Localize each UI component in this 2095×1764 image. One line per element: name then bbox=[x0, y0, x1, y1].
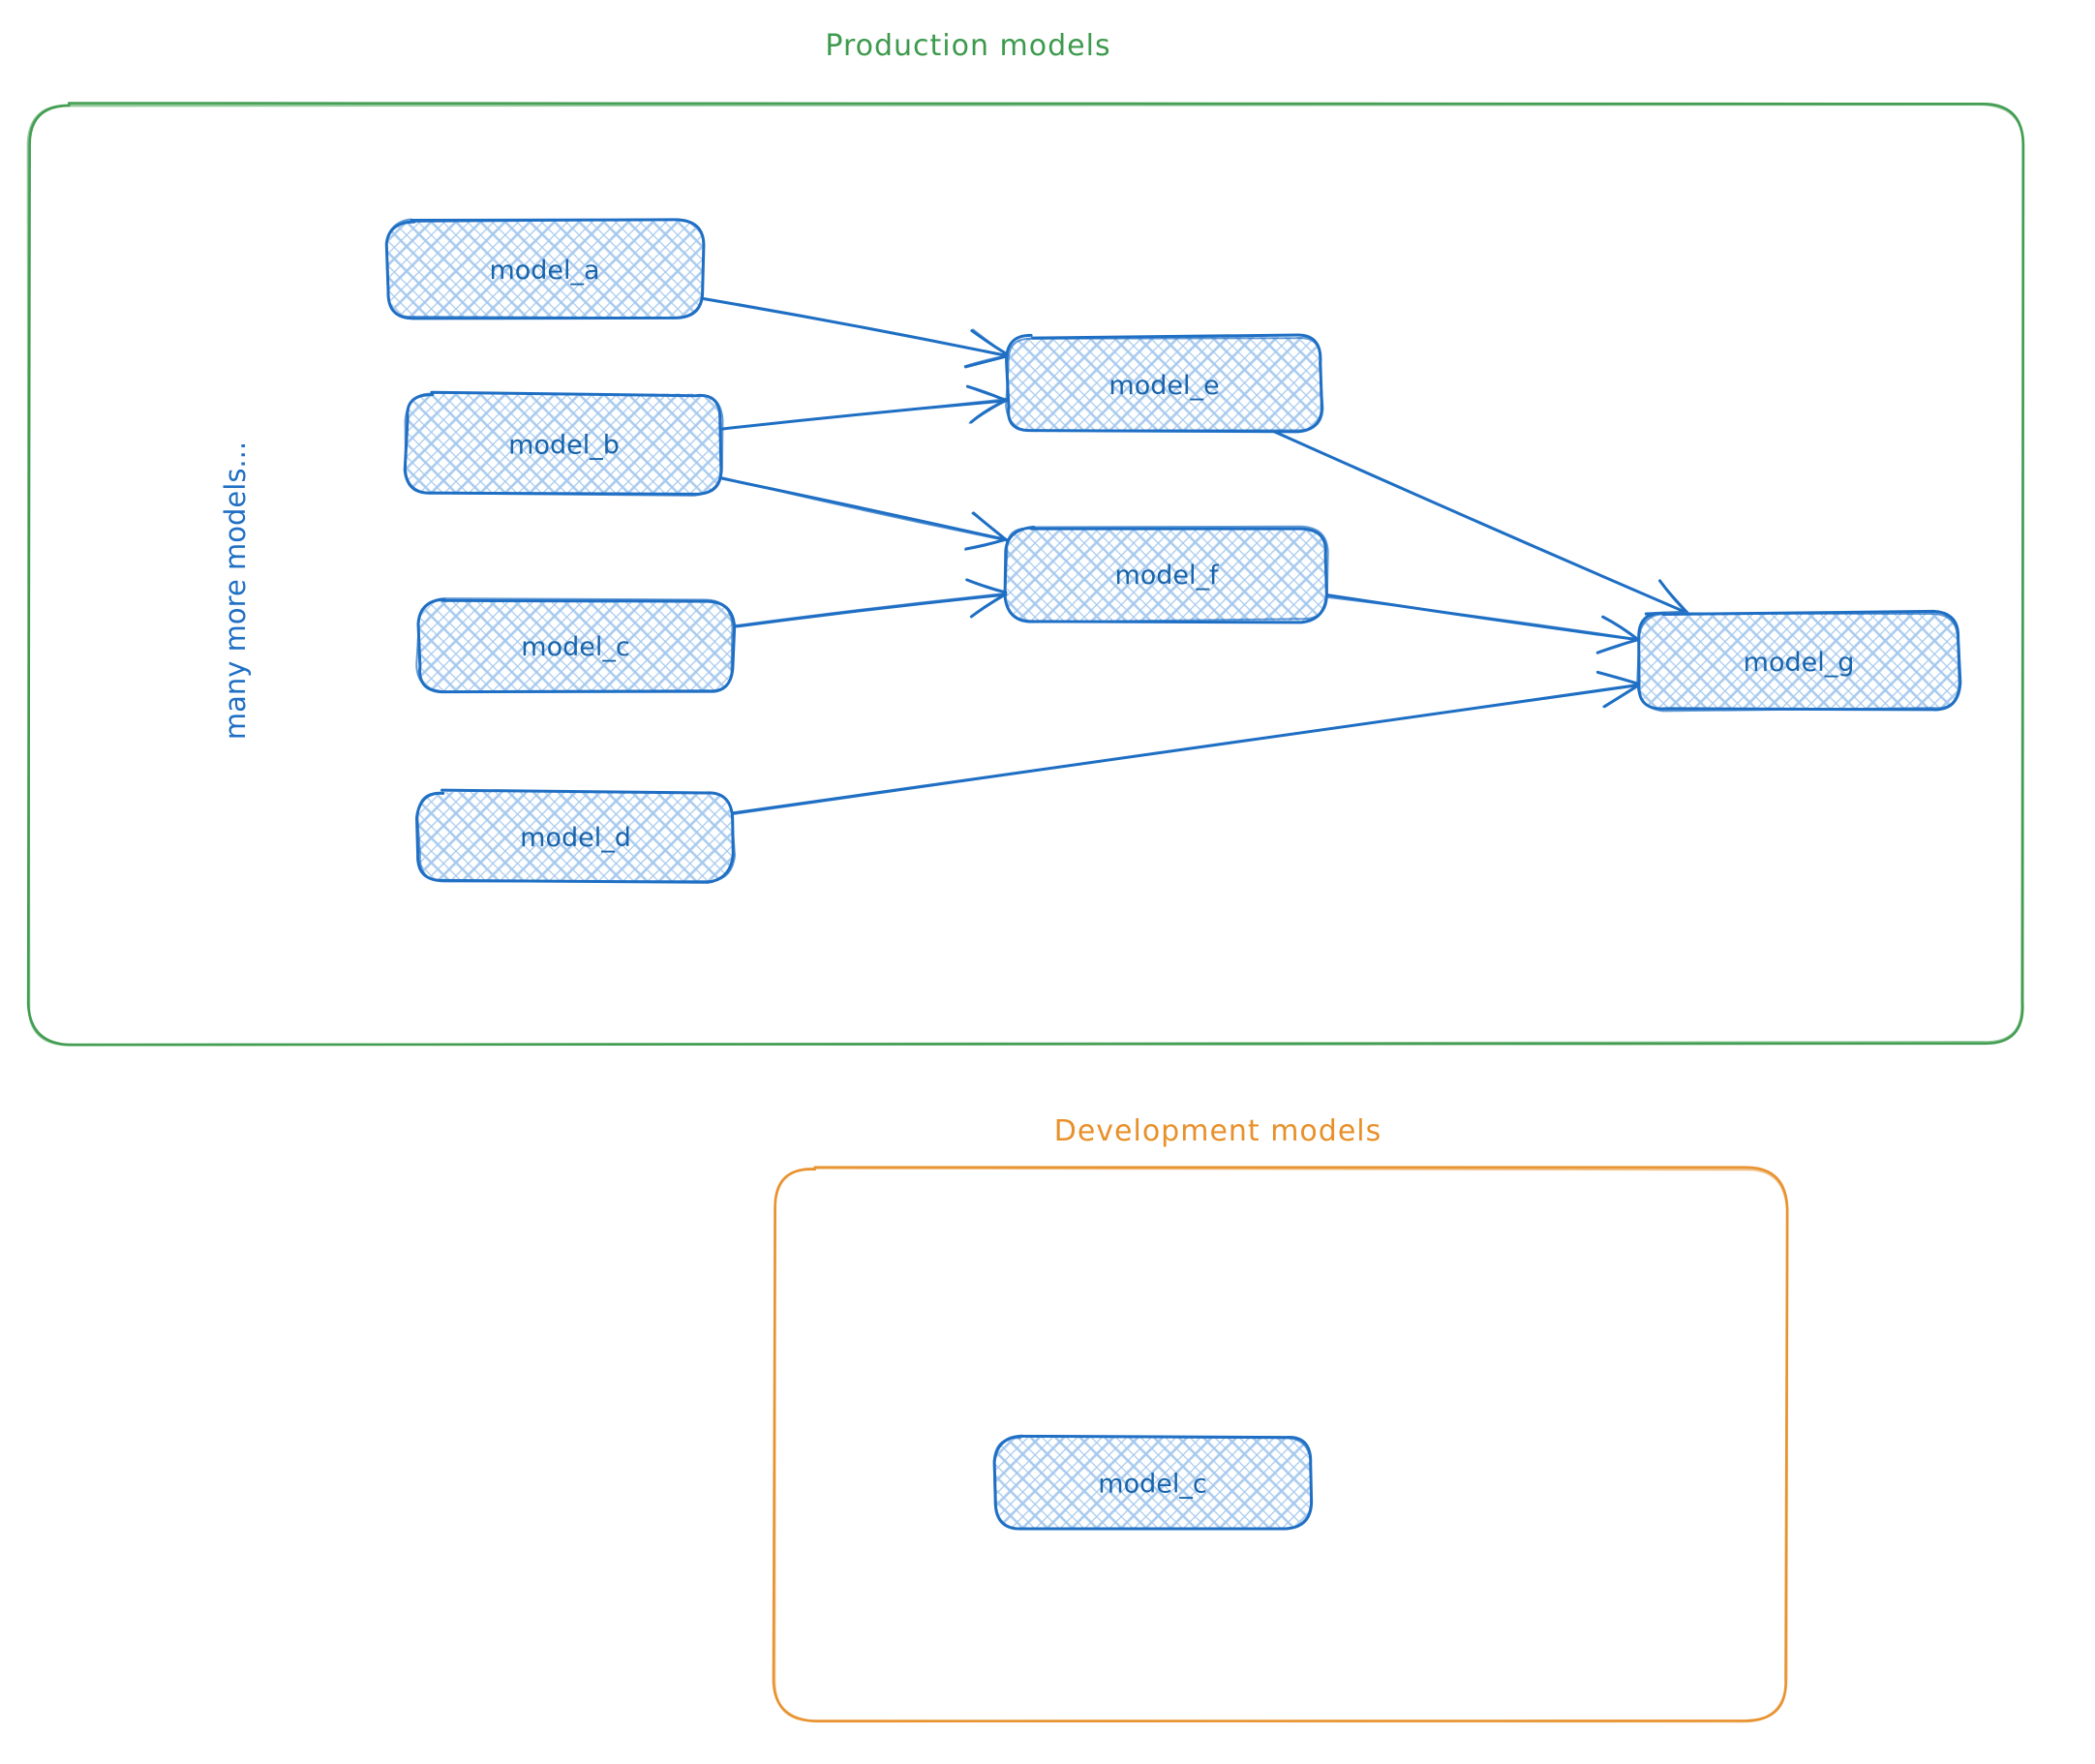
node-fill bbox=[417, 791, 733, 882]
node-label: model_c bbox=[521, 632, 629, 662]
node-model_a[interactable]: model_a bbox=[384, 218, 706, 320]
group-outline bbox=[773, 1167, 1789, 1723]
node-label: model_c bbox=[1098, 1470, 1206, 1500]
arrowhead bbox=[966, 385, 1009, 401]
node-label: model_b bbox=[508, 431, 620, 461]
arrowhead bbox=[972, 328, 1009, 356]
edge-line bbox=[701, 297, 1010, 357]
arrowhead bbox=[970, 593, 1008, 618]
edge-line bbox=[731, 592, 1009, 627]
node-outline bbox=[385, 218, 705, 319]
node-fill bbox=[406, 393, 722, 495]
node-outline bbox=[1636, 612, 1960, 713]
node-label: model_a bbox=[489, 256, 599, 286]
node-model_e[interactable]: model_e bbox=[1005, 333, 1324, 434]
edge-line bbox=[1326, 595, 1639, 641]
arrowhead bbox=[963, 354, 1009, 368]
group-containers bbox=[26, 102, 2025, 1723]
edge-line bbox=[731, 683, 1639, 816]
node-outline bbox=[1637, 609, 1962, 712]
edge-model_e-to-model_g bbox=[1271, 429, 1690, 616]
arrowhead bbox=[965, 579, 1008, 594]
node-model_g[interactable]: model_g bbox=[1636, 609, 1962, 713]
arrowhead bbox=[971, 512, 1008, 540]
node-model_c_dev[interactable]: model_c bbox=[992, 1434, 1314, 1531]
node-label: model_f bbox=[1114, 561, 1220, 591]
group-label-production: Production models bbox=[825, 29, 1110, 63]
edge-model_c-to-model_f bbox=[731, 578, 1010, 629]
node-outline bbox=[992, 1435, 1313, 1531]
edge-line bbox=[720, 476, 1008, 542]
node-fill bbox=[386, 220, 703, 318]
arrowhead bbox=[1601, 615, 1641, 641]
nodes-layer: model_a model_b model_c model_d model_emodel… bbox=[384, 218, 1962, 1531]
node-fill bbox=[417, 599, 734, 692]
arrowhead bbox=[1598, 637, 1640, 654]
node-fill bbox=[1007, 527, 1327, 621]
annotation-many-more: many more models... bbox=[219, 441, 252, 740]
node-model_f[interactable]: model_f bbox=[1003, 525, 1329, 624]
edge-line bbox=[720, 398, 1009, 431]
node-fill bbox=[1638, 612, 1959, 711]
arrowhead bbox=[1658, 580, 1689, 614]
node-fill bbox=[1007, 336, 1321, 433]
edge-model_b-to-model_e bbox=[718, 384, 1010, 431]
node-label: model_g bbox=[1744, 648, 1855, 678]
node-outline bbox=[1005, 337, 1324, 432]
edge-model_b-to-model_f bbox=[719, 476, 1010, 551]
group-production bbox=[26, 102, 2025, 1047]
group-outline bbox=[26, 103, 2025, 1047]
node-model_c[interactable]: model_c bbox=[415, 597, 737, 694]
node-label: model_d bbox=[520, 823, 631, 853]
arrowhead bbox=[963, 354, 1010, 369]
edge-line bbox=[731, 593, 1010, 629]
arrowhead bbox=[1595, 670, 1641, 685]
node-outline bbox=[1004, 525, 1329, 623]
edge-model_f-to-model_g bbox=[1325, 593, 1641, 654]
node-model_d[interactable]: model_d bbox=[414, 788, 736, 884]
node-label: model_e bbox=[1108, 371, 1219, 401]
arrowhead bbox=[1645, 611, 1688, 615]
edge-line bbox=[1271, 429, 1688, 615]
arrowhead bbox=[963, 538, 1008, 551]
edges-layer bbox=[701, 296, 1690, 816]
group-label-development: Development models bbox=[1054, 1114, 1382, 1148]
group-development bbox=[772, 1166, 1789, 1723]
node-fill bbox=[994, 1436, 1311, 1530]
arrowhead bbox=[968, 399, 1009, 424]
node-outline bbox=[416, 789, 736, 883]
node-model_b[interactable]: model_b bbox=[403, 390, 724, 497]
edge-model_d-to-model_g bbox=[730, 670, 1642, 816]
node-outline bbox=[415, 597, 734, 693]
node-outline bbox=[404, 391, 724, 497]
edge-model_a-to-model_e bbox=[701, 296, 1010, 369]
